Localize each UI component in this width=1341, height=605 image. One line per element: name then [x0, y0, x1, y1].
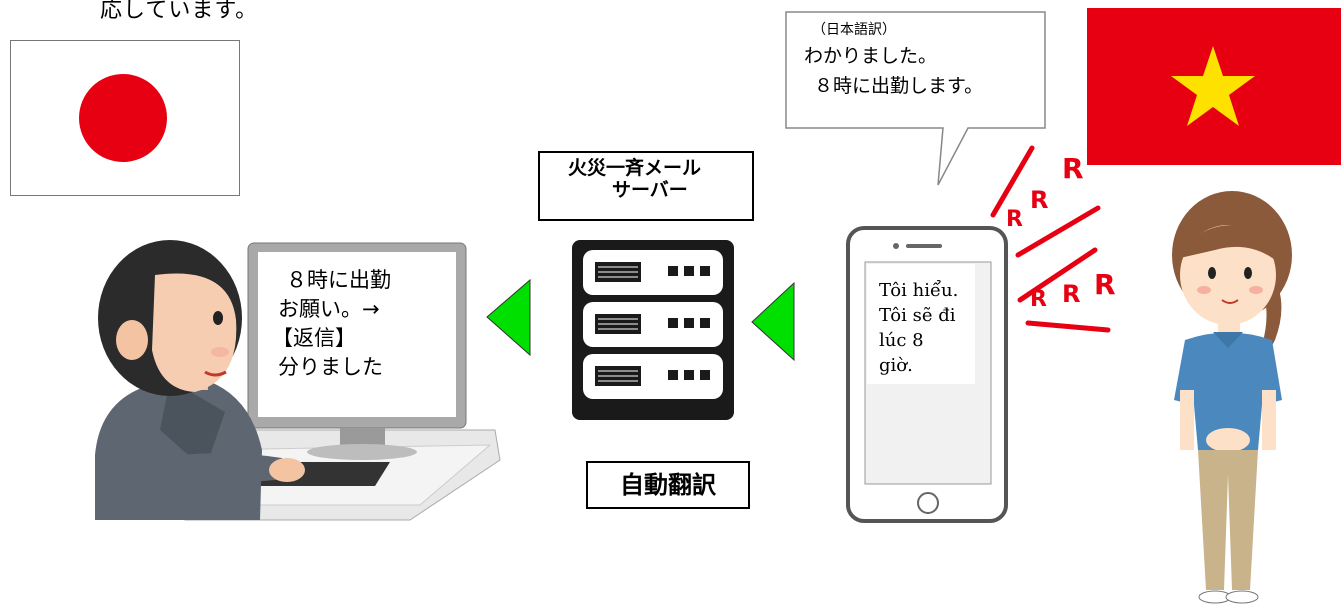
red-sun-disc	[79, 74, 167, 162]
vietnam-flag	[1087, 8, 1341, 165]
ring-letter: R	[1062, 280, 1081, 308]
japan-flag	[10, 40, 240, 196]
ring-letter: R	[1030, 287, 1047, 312]
auto-translate-label: 自動翻訳	[586, 461, 750, 509]
star-icon	[1171, 46, 1255, 126]
server-label: 火災一斉メール サーバー	[538, 151, 754, 221]
phone-line: Tôi hiểu.	[879, 280, 959, 301]
woman-illustration	[1172, 191, 1292, 604]
monitor-line: 分りました	[278, 355, 383, 379]
server-label-line: サーバー	[612, 179, 688, 201]
translation-bubble-text: （日本語訳） わかりました。 ８時に出勤します。	[804, 19, 1024, 101]
phone-message: Tôi hiểu. Tôi sẽ đi lúc 8 giờ.	[879, 278, 974, 378]
bubble-line: わかりました。	[804, 45, 938, 67]
ring-letter: R	[1094, 268, 1116, 301]
monitor-message: ８時に出勤 お願い。→ 【返信】 分りました	[268, 266, 448, 382]
left-arrow-to-server	[751, 281, 795, 362]
ringing-effect	[990, 145, 1111, 333]
left-arrow-to-computer	[486, 278, 531, 357]
ring-letter: R	[1030, 186, 1049, 214]
speech-bubble	[785, 11, 1046, 186]
phone-line: lúc 8	[879, 330, 924, 351]
bubble-caption: （日本語訳）	[812, 22, 896, 38]
smartphone-icon	[846, 226, 1008, 523]
ring-letter: R	[1062, 152, 1084, 185]
server-label-line: 火災一斉メール	[568, 157, 702, 179]
intro-text-fragment: 応しています。	[100, 0, 259, 23]
server-icon	[572, 240, 734, 420]
monitor-line: 【返信】	[272, 326, 356, 350]
phone-line: Tôi sẽ đi	[879, 305, 956, 326]
monitor-line: お願い。→	[278, 297, 380, 321]
ring-letter: R	[1006, 207, 1023, 232]
phone-line: giờ.	[879, 355, 913, 376]
bubble-line: ８時に出勤します。	[814, 75, 984, 97]
monitor-line: ８時に出勤	[286, 268, 391, 292]
man-at-computer-illustration	[95, 240, 501, 521]
